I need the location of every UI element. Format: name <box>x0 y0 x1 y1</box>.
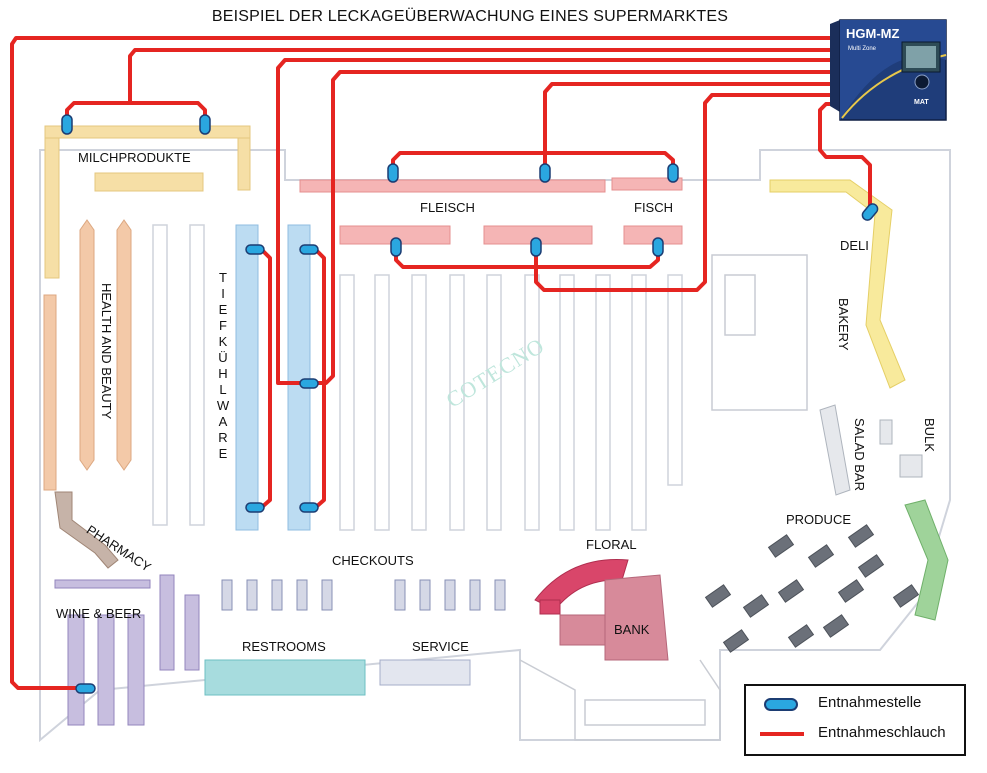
sampling-point <box>61 114 73 135</box>
meat-fish-cases <box>299 177 683 245</box>
device-model-text: HGM-MZ <box>846 26 899 41</box>
produce-band <box>904 499 949 621</box>
label-checkouts: CHECKOUTS <box>332 553 414 568</box>
sampling-point <box>299 244 319 255</box>
deli-counter <box>769 179 906 389</box>
legend-sampling-point-label: Entnahmestelle <box>818 694 922 711</box>
sampling-point <box>667 163 679 183</box>
label-produce: PRODUCE <box>786 512 852 527</box>
sampling-point <box>299 502 319 513</box>
sampling-point <box>299 378 319 389</box>
frozen-label-letter: A <box>218 414 228 429</box>
pharmacy-counter <box>54 491 119 569</box>
label-dairy: MILCHPRODUKTE <box>78 150 191 165</box>
label-bulk: BULK <box>922 418 937 452</box>
frozen-label-letter: T <box>219 270 227 285</box>
restrooms-area <box>204 659 366 696</box>
dairy-cases <box>44 125 251 279</box>
bakery-area <box>711 254 808 411</box>
checkouts <box>221 579 506 611</box>
bank-area <box>559 574 669 661</box>
frozen-label-letter: I <box>221 286 225 301</box>
legend-sampling-point-swatch <box>764 698 798 711</box>
sampling-point <box>245 244 265 255</box>
label-health-beauty: HEALTH AND BEAUTY <box>99 283 114 420</box>
frozen-label-letter: W <box>216 398 230 413</box>
sampling-point <box>652 237 664 257</box>
aisle-shelves <box>152 224 683 531</box>
device-brand-text: MAT <box>914 99 929 106</box>
sampling-point <box>199 114 211 135</box>
frozen-label-letter: E <box>218 302 228 317</box>
salad-bulk <box>819 404 923 496</box>
frozen-label-letter: F <box>219 318 227 333</box>
label-service: SERVICE <box>412 639 469 654</box>
frozen-label-letter: E <box>218 446 228 461</box>
label-deli: DELI <box>840 238 869 253</box>
legend-hose-swatch <box>760 732 804 736</box>
sampling-point <box>539 163 551 183</box>
sampling-point <box>75 683 96 694</box>
frozen-label-letter: K <box>218 334 228 349</box>
service-desk <box>379 659 471 686</box>
legend-hose-label: Entnahmeschlauch <box>818 724 946 741</box>
sampling-point <box>387 163 399 183</box>
wine-beer-shelves <box>54 574 200 726</box>
legend: Entnahmestelle Entnahmeschlauch <box>744 684 966 756</box>
label-wine-beer: WINE & BEER <box>56 606 142 621</box>
sampling-point <box>861 203 879 221</box>
label-meat: FLEISCH <box>420 200 475 215</box>
label-floral: FLORAL <box>586 537 637 552</box>
health-beauty-shelves <box>43 219 132 491</box>
frozen-label-letter: Ü <box>218 350 228 365</box>
label-restrooms: RESTROOMS <box>242 639 326 654</box>
label-fish: FISCH <box>634 200 673 215</box>
sampling-point <box>530 237 542 257</box>
frozen-cases <box>235 224 311 531</box>
frozen-label-letter: R <box>218 430 228 445</box>
page-title: BEISPIEL DER LECKAGEÜBERWACHUNG EINES SU… <box>211 8 729 25</box>
device-subtitle-text: Multi Zone <box>848 46 877 52</box>
entrance-area <box>519 659 721 741</box>
label-salad-bar: SALAD BAR <box>852 418 867 491</box>
frozen-label-letter: H <box>218 366 228 381</box>
frozen-label-letter: L <box>219 382 227 397</box>
produce-tables <box>704 524 920 653</box>
label-bakery: BAKERY <box>836 298 851 351</box>
floral-area <box>534 559 629 615</box>
sampling-points <box>61 114 879 694</box>
sampling-point <box>245 502 265 513</box>
label-bank: BANK <box>614 622 650 637</box>
sampling-point <box>390 237 402 257</box>
leak-monitor-device: HGM-MZ Multi Zone MAT <box>830 19 947 121</box>
